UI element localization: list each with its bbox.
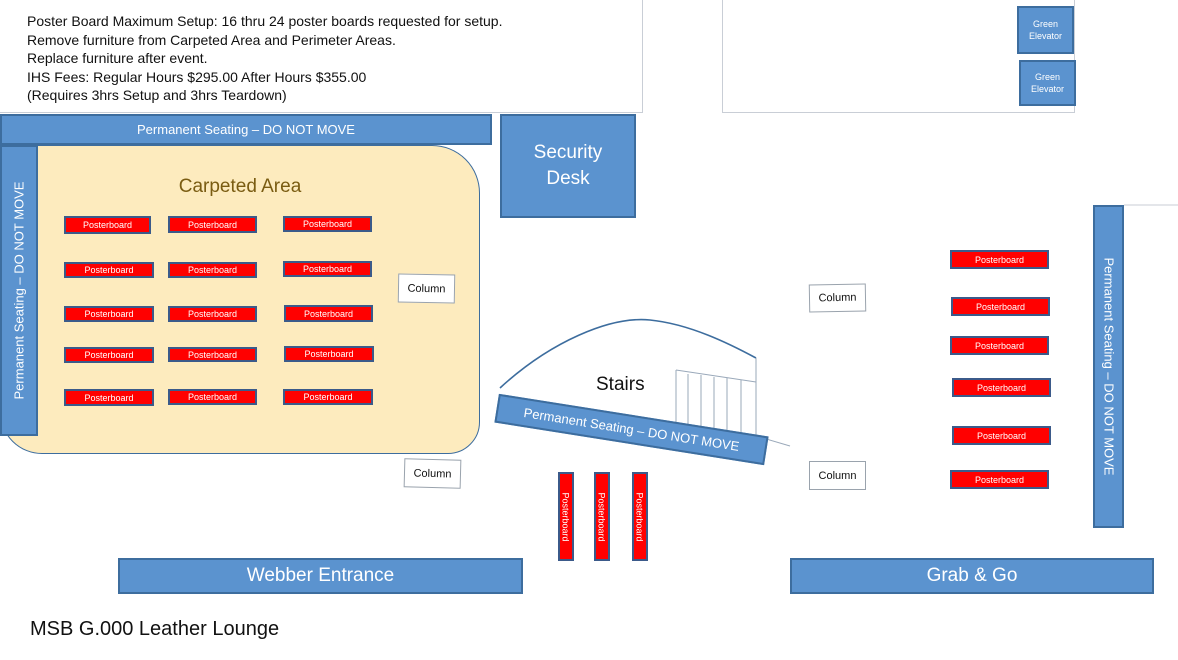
- permanent-seating-right: Permanent Seating – DO NOT MOVE: [1093, 205, 1124, 528]
- posterboard: Posterboard: [283, 216, 372, 232]
- elevator-label: Green Elevator: [1030, 72, 1065, 94]
- posterboard-label: Posterboard: [974, 340, 1025, 351]
- column-label: Column: [413, 467, 452, 480]
- note-line: Poster Board Maximum Setup: 16 thru 24 p…: [27, 13, 503, 29]
- posterboard-vertical: Posterboard: [632, 472, 648, 561]
- posterboard: Posterboard: [168, 216, 257, 233]
- column-label: Column: [818, 291, 857, 305]
- note-line: IHS Fees: Regular Hours $295.00 After Ho…: [27, 68, 367, 85]
- column-label: Column: [818, 469, 857, 482]
- posterboard: Posterboard: [168, 262, 257, 278]
- posterboard-label: Posterboard: [304, 349, 354, 359]
- note-line: (Requires 3hrs Setup and 3hrs Teardown): [27, 87, 287, 103]
- posterboard: Posterboard: [64, 347, 154, 363]
- posterboard: Posterboard: [64, 389, 154, 406]
- posterboard-label: Posterboard: [84, 309, 134, 319]
- posterboard-label: Posterboard: [187, 265, 238, 275]
- posterboard-label: Posterboard: [974, 254, 1025, 265]
- posterboard: Posterboard: [283, 389, 373, 405]
- posterboard: Posterboard: [283, 261, 372, 277]
- posterboard: Posterboard: [284, 305, 373, 322]
- room-title: MSB G.000 Leather Lounge: [30, 618, 280, 640]
- carpeted-area-label: Carpeted Area: [178, 176, 302, 197]
- posterboard: Posterboard: [284, 346, 374, 362]
- posterboard: Posterboard: [950, 336, 1049, 355]
- posterboard-label: Posterboard: [302, 219, 353, 229]
- posterboard-label: Posterboard: [187, 349, 238, 360]
- column: Column: [808, 283, 867, 313]
- posterboard: Posterboard: [952, 378, 1051, 397]
- grab-and-go: Grab & Go: [790, 558, 1154, 594]
- posterboard-label: Posterboard: [597, 491, 607, 542]
- posterboard: Posterboard: [168, 389, 257, 405]
- green-elevator: Green Elevator: [1019, 60, 1076, 106]
- posterboard: Posterboard: [168, 347, 257, 362]
- seating-label: Permanent Seating – DO NOT MOVE: [137, 122, 355, 137]
- posterboard: Posterboard: [951, 297, 1050, 316]
- elevator-area: [722, 0, 1075, 113]
- posterboard: Posterboard: [952, 426, 1051, 445]
- posterboard-label: Posterboard: [974, 474, 1025, 485]
- posterboard: Posterboard: [64, 306, 154, 322]
- wall-line: [1124, 204, 1178, 206]
- posterboard-label: Posterboard: [976, 430, 1027, 441]
- webber-entrance: Webber Entrance: [118, 558, 523, 594]
- posterboard-label: Posterboard: [84, 265, 134, 275]
- posterboard-label: Posterboard: [187, 309, 238, 319]
- posterboard: Posterboard: [64, 216, 151, 234]
- seating-label: Permanent Seating – DO NOT MOVE: [1101, 257, 1116, 476]
- stairs-outline: [499, 318, 791, 447]
- security-desk-label: Security Desk: [533, 142, 603, 189]
- green-elevator: Green Elevator: [1017, 6, 1074, 54]
- posterboard-label: Posterboard: [82, 220, 133, 230]
- posterboard-vertical: Posterboard: [558, 472, 574, 561]
- posterboard-label: Posterboard: [303, 392, 353, 402]
- posterboard-label: Posterboard: [187, 392, 238, 402]
- posterboard-label: Posterboard: [561, 491, 571, 542]
- elevator-label: Green Elevator: [1028, 19, 1063, 41]
- posterboard-label: Posterboard: [635, 491, 645, 542]
- note-line: Replace furniture after event.: [27, 50, 208, 66]
- permanent-seating-left: Permanent Seating – DO NOT MOVE: [0, 145, 38, 436]
- column: Column: [397, 273, 456, 304]
- webber-entrance-label: Webber Entrance: [246, 565, 395, 586]
- grab-and-go-label: Grab & Go: [926, 565, 1018, 586]
- security-desk: Security Desk: [500, 114, 636, 218]
- posterboard-label: Posterboard: [302, 264, 353, 274]
- posterboard: Posterboard: [168, 306, 257, 322]
- column: Column: [403, 458, 462, 489]
- posterboard-vertical: Posterboard: [594, 472, 610, 561]
- column: Column: [809, 461, 866, 490]
- setup-notes: Poster Board Maximum Setup: 16 thru 24 p…: [0, 0, 643, 113]
- posterboard: Posterboard: [950, 250, 1049, 269]
- column-label: Column: [407, 282, 446, 295]
- posterboard-label: Posterboard: [975, 301, 1026, 312]
- posterboard: Posterboard: [64, 262, 154, 278]
- posterboard-label: Posterboard: [303, 308, 354, 319]
- posterboard-label: Posterboard: [84, 392, 134, 403]
- posterboard-label: Posterboard: [187, 219, 238, 230]
- seating-label: Permanent Seating – DO NOT MOVE: [11, 181, 27, 400]
- permanent-seating-top: Permanent Seating – DO NOT MOVE: [0, 114, 492, 145]
- posterboard-label: Posterboard: [84, 350, 134, 360]
- stairs-label: Stairs: [596, 374, 645, 395]
- posterboard: Posterboard: [950, 470, 1049, 489]
- posterboard-label: Posterboard: [976, 382, 1027, 393]
- note-line: Remove furniture from Carpeted Area and …: [27, 31, 396, 48]
